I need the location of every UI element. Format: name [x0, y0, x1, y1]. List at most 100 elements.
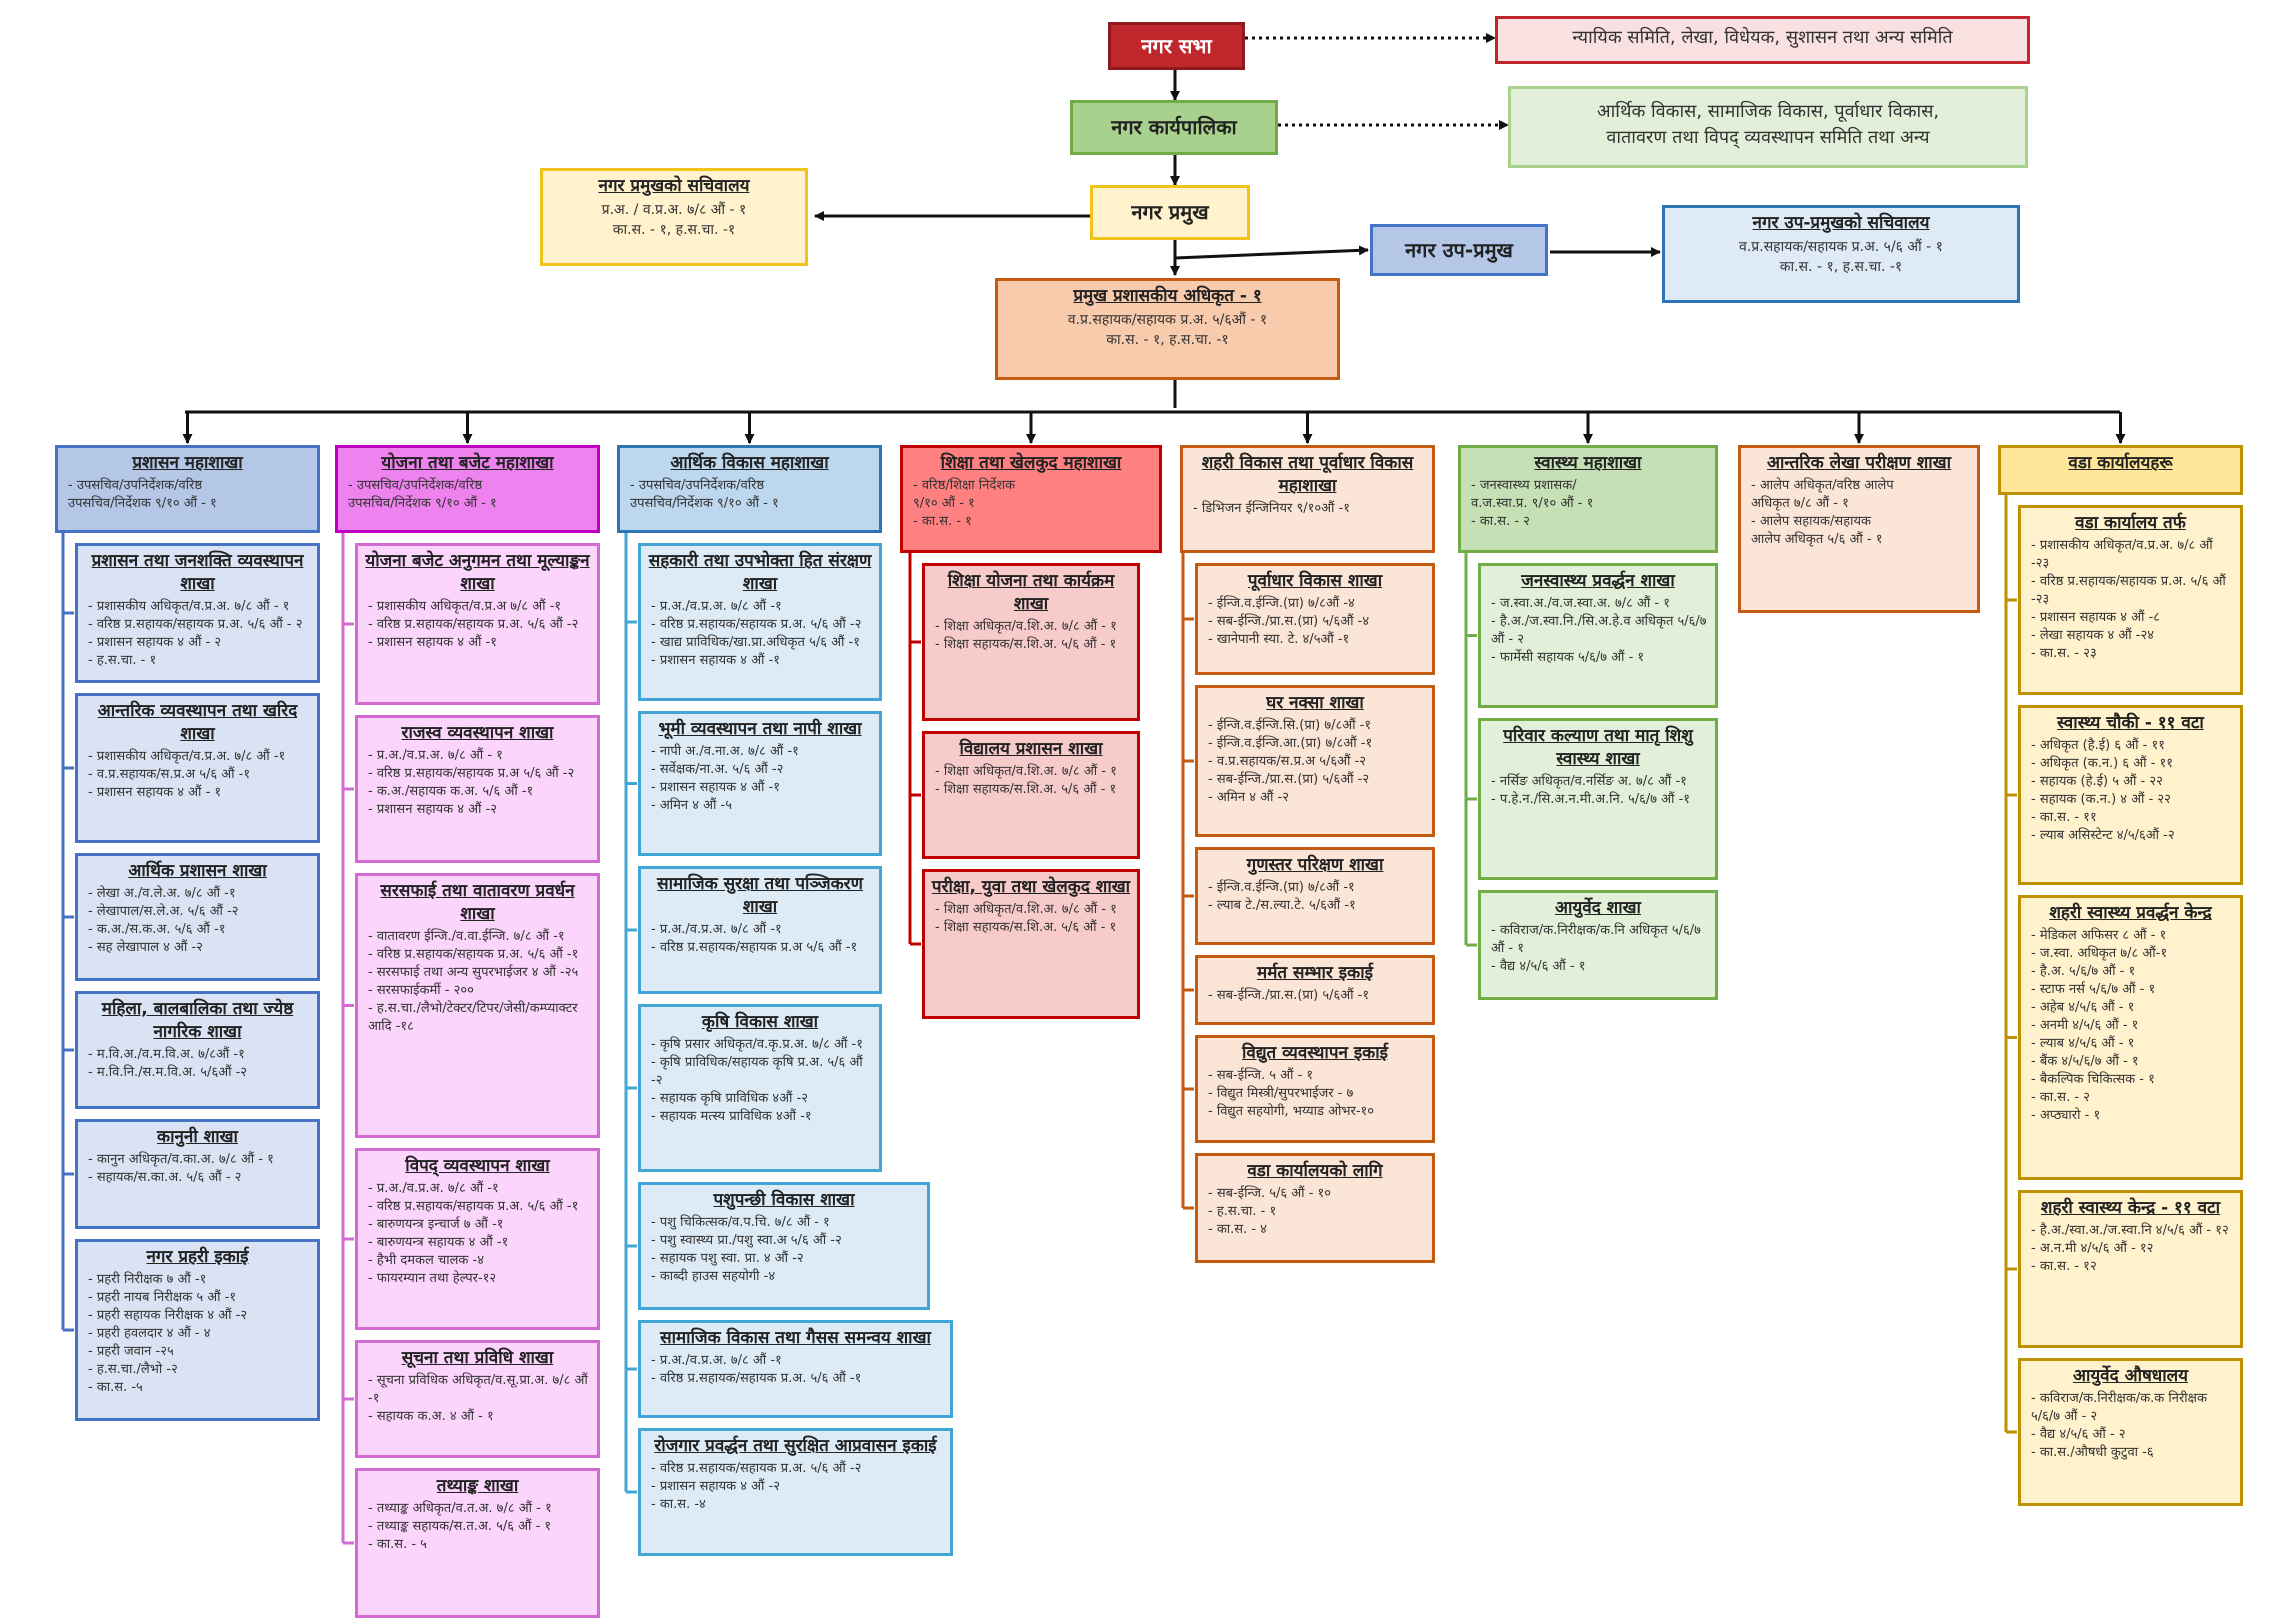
- staff-line: - प्रशासन सहायक ४ औं -१: [651, 653, 781, 668]
- staff-line: - वरिष्ठ प्र.सहायक/सहायक प्र.अ ५/६ औं -१: [651, 940, 858, 955]
- staff-line: - वरिष्ठ प्र.सहायक/सहायक प्र.अ. ५/६ औं -…: [2031, 574, 2226, 607]
- staff-line: - म.वि.नि./स.म.वि.अ. ५/६औं -२: [88, 1065, 248, 1080]
- branch-staff-list: - सब-ईन्जि. ५/६ औं - १०- ह.स.चा. - १- का…: [1198, 1185, 1432, 1243]
- staff-line: - सरसफाईकर्मी - २००: [368, 983, 474, 998]
- deputy-secretariat-line-1: व.प्र.सहायक/सहायक प्र.अ. ५/६ औं - १: [1739, 239, 1943, 255]
- staff-line: - प्रशासकीय अधिकृत/व.प्र.अ. ७/८ औं -२३: [2031, 538, 2213, 571]
- branch-title: कानुनी शाखा: [157, 1127, 238, 1147]
- branch-title: योजना बजेट अनुगमन तथा मूल्याङ्कन शाखा: [365, 551, 590, 594]
- division-head-4: शिक्षा तथा खेलकुद महाशाखा- वरिष्ठ/शिक्षा…: [900, 445, 1162, 553]
- branch-box: विद्युत व्यवस्थापन इकाई- सब-ईन्जि. ५ औं …: [1195, 1035, 1435, 1143]
- staff-line: - प्रशासन सहायक ४ औं -८: [2031, 610, 2161, 625]
- staff-line: - आलेप सहायक/सहायक: [1751, 514, 1871, 529]
- staff-line: - वरिष्ठ प्र.सहायक/सहायक प्र.अ. ५/६ औं -…: [368, 617, 579, 632]
- cao-line-2: का.स. - १, ह.स.चा. -१: [1106, 332, 1229, 348]
- branch-staff-list: - मेडिकल अफिसर ८ औं - १- ज.स्वा. अधिकृत …: [2021, 927, 2240, 1129]
- branch-staff-list: - लेखा अ./व.ले.अ. ७/८ औं -१- लेखापाल/स.ल…: [78, 885, 317, 961]
- branch-staff-list: - सब-ईन्जि./प्रा.स.(प्रा) ५/६औं -१: [1198, 987, 1432, 1009]
- branch-staff-list: - ईन्जि.व.ईन्जि.(प्रा) ७/८औं -१- ल्याब ट…: [1198, 879, 1432, 919]
- staff-line: - कविराज/क.निरीक्षक/क.नि अधिकृत ५/६/७ औं…: [1491, 923, 1701, 956]
- staff-line: - अ.न.मी ४/५/६ औं - १२: [2031, 1241, 2154, 1256]
- branch-staff-list: - तथ्याङ्क अधिकृत/व.त.अ. ७/८ औं - १- तथ्…: [358, 1500, 597, 1558]
- staff-line: - का.स. -४: [651, 1497, 706, 1512]
- staff-line: - ह.स.चा./लैभो -२: [88, 1362, 178, 1377]
- staff-line: - प्रहरी नायब निरीक्षक ५ औं -१: [88, 1290, 237, 1305]
- branch-title: जनस्वास्थ्य प्रवर्द्धन शाखा: [1521, 571, 1675, 591]
- branch-box: वडा कार्यालय तर्फ- प्रशासकीय अधिकृत/व.प्…: [2018, 505, 2243, 695]
- staff-line: - ल्याब टे./स.ल्या.टे. ५/६औं -१: [1208, 898, 1356, 913]
- deputy-mayor-box: नगर उप-प्रमुख: [1370, 224, 1548, 276]
- branch-staff-list: - प्रशासकीय अधिकृत/व.प्र.अ. ७/८ औं - १- …: [78, 598, 317, 674]
- branch-staff-list: - सूचना प्रविधिक अधिकृत/व.सू.प्रा.अ. ७/८…: [358, 1372, 597, 1430]
- staff-line: - प्रशासन सहायक ४ औं -२: [651, 1479, 781, 1494]
- staff-line: - ह.स.चा. - १: [1208, 1204, 1277, 1219]
- branch-box: शिक्षा योजना तथा कार्यक्रम शाखा- शिक्षा …: [922, 563, 1140, 721]
- division-head-title: शहरी विकास तथा पूर्वाधार विकास महाशाखा: [1201, 453, 1414, 496]
- branch-title: रोजगार प्रवर्द्धन तथा सुरक्षित आप्रवासन …: [654, 1436, 937, 1456]
- branch-title: नगर प्रहरी इकाई: [146, 1247, 249, 1267]
- division-head-staff-list: - जनस्वास्थ्य प्रशासक/व.ज.स्वा.प्र. ९/१०…: [1461, 477, 1715, 535]
- staff-line: - सहायक (क.न.) ४ औं - २२: [2031, 792, 2171, 807]
- staff-line: - प्रहरी निरीक्षक ७ औं -१: [88, 1272, 207, 1287]
- staff-line: - ईन्जि.व.ईन्जि.सि.(प्रा) ७/८औं -१: [1208, 718, 1372, 733]
- staff-line: - ईन्जि.व.ईन्जि.(प्रा) ७/८औं -४: [1208, 596, 1355, 611]
- staff-line: - अधिकृत (है.ई) ६ औं - ११: [2031, 738, 2165, 753]
- staff-line: - हैभी दमकल चालक -४: [368, 1253, 484, 1268]
- branch-title: सरसफाई तथा वातावरण प्रवर्धन शाखा: [380, 881, 575, 924]
- branch-box: परिवार कल्याण तथा मातृ शिशु स्वास्थ्य शा…: [1478, 718, 1718, 880]
- branch-title: वडा कार्यालयको लागि: [1247, 1161, 1383, 1181]
- branch-box: विद्यालय प्रशासन शाखा- शिक्षा अधिकृत/व.श…: [922, 731, 1140, 859]
- staff-line: - सब-ईन्जि./प्रा.स.(प्रा) ५/६औं -२: [1208, 772, 1370, 787]
- branch-staff-list: - ज.स्वा.अ./व.ज.स्वा.अ. ७/८ औं - १- है.अ…: [1481, 595, 1715, 671]
- cao-line-1: व.प्र.सहायक/सहायक प्र.अ. ५/६औं - १: [1067, 312, 1268, 328]
- staff-line: - का.स. - ११: [2031, 810, 2097, 825]
- branch-staff-list: - प्र.अ./व.प्र.अ. ७/८ औं -१- वरिष्ठ प्र.…: [358, 1180, 597, 1292]
- branch-title: आन्तरिक व्यवस्थापन तथा खरिद शाखा: [97, 701, 298, 744]
- staff-line: - का.स. - ४: [1208, 1222, 1267, 1237]
- staff-line: - फार्मेसी सहायक ५/६/७ औं - १: [1491, 650, 1645, 665]
- division-head-5: शहरी विकास तथा पूर्वाधार विकास महाशाखा- …: [1180, 445, 1435, 553]
- staff-line: - उपसचिव/उपनिर्देशक/वरिष्ठ: [68, 478, 203, 493]
- staff-line: - आलेप अधिकृत/वरिष्ठ आलेप: [1751, 478, 1894, 493]
- branch-box: कानुनी शाखा - कानुन अधिकृत/व.का.अ. ७/८ औं…: [75, 1119, 320, 1229]
- staff-line: - क.अ./सहायक क.अ. ५/६ औं -१: [368, 784, 534, 799]
- branch-box: पशुपन्छी विकास शाखा- पशु चिकित्सक/व.प.चि…: [638, 1182, 930, 1310]
- branch-title: विपद् व्यवस्थापन शाखा: [405, 1156, 550, 1176]
- branch-staff-list: - ईन्जि.व.ईन्जि.(प्रा) ७/८औं -४ - सब-ईन्ज…: [1198, 595, 1432, 653]
- staff-line: - सहायक क.अ. ४ औं - १: [368, 1409, 494, 1424]
- staff-line: - वरिष्ठ प्र.सहायक/सहायक प्र.अ. ५/६ औं -…: [651, 1461, 862, 1476]
- staff-line: - कृषि प्राविधिक/सहायक कृषि प्र.अ. ५/६ औ…: [651, 1055, 863, 1088]
- branch-box: भूमी व्यवस्थापन तथा नापी शाखा- नापी अ./व…: [638, 711, 882, 856]
- staff-line: - का.स. - २३: [2031, 646, 2097, 661]
- branch-box: सरसफाई तथा वातावरण प्रवर्धन शाखा - वातावर…: [355, 873, 600, 1138]
- cao-box: प्रमुख प्रशासकीय अधिकृत - १ व.प्र.सहायक/…: [995, 278, 1340, 380]
- staff-line: - ज.स्वा. अधिकृत ७/८ औं-१: [2031, 946, 2168, 961]
- staff-line: - वैद्य ४/५/६ औं - १: [1491, 959, 1586, 974]
- staff-line: - कविराज/क.निरीक्षक/क.क निरीक्षक ५/६/७ औ…: [2031, 1391, 2207, 1424]
- staff-line: - प्रहरी जवान -२५: [88, 1344, 174, 1359]
- division-head-2: योजना तथा बजेट महाशाखा- उपसचिव/उपनिर्देश…: [335, 445, 600, 533]
- staff-line: - कानुन अधिकृत/व.का.अ. ७/८ औं - १: [88, 1152, 274, 1167]
- branch-staff-list: - प्र.अ./व.प्र.अ. ७/८ औं -१ - वरिष्ठ प्र.…: [641, 921, 879, 961]
- branch-title: राजस्व व्यवस्थापन शाखा: [401, 723, 554, 743]
- staff-line: - प्र.अ./व.प्र.अ. ७/८ औं -१: [651, 922, 782, 937]
- staff-line: - नापी अ./व.ना.अ. ७/८ औं -१: [651, 744, 799, 759]
- staff-line: - बैकल्पिक चिकित्सक - १: [2031, 1072, 2155, 1087]
- branch-box: शहरी स्वास्थ्य केन्द्र - ११ वटा- है.अ./स…: [2018, 1190, 2243, 1348]
- staff-line: - जनस्वास्थ्य प्रशासक/: [1471, 478, 1577, 493]
- deputy-secretariat-box: नगर उप-प्रमुखको सचिवालय व.प्र.सहायक/सहाय…: [1662, 205, 2020, 303]
- branch-title: सामाजिक विकास तथा गैसस समन्वय शाखा: [660, 1328, 931, 1348]
- staff-line: - व.प्र.सहायक/स.प्र.अ ५/६औं -२: [1208, 754, 1366, 769]
- branch-staff-list: - प्र.अ./व.प्र.अ. ७/८ औं -१- वरिष्ठ प्र.…: [641, 598, 879, 674]
- branch-title: आर्थिक प्रशासन शाखा: [128, 861, 267, 881]
- staff-line: - वातावरण ईन्जि./व.वा.ईन्जि. ७/८ औं -१: [368, 929, 565, 944]
- staff-line: - ल्याब असिस्टेन्ट ४/५/६औं -२: [2031, 828, 2175, 843]
- staff-line: - विद्युत मिस्त्री/सुपरभाईजर - ७: [1208, 1086, 1354, 1101]
- staff-line: - अप्ठ्यारो - १: [2031, 1108, 2101, 1123]
- staff-line: - तथ्याङ्क सहायक/स.त.अ. ५/६ औं - १: [368, 1519, 552, 1534]
- staff-line: - सब-ईन्जि./प्रा.स.(प्रा) ५/६औं -४: [1208, 614, 1370, 629]
- staff-line: - वरिष्ठ/शिक्षा निर्देशक: [913, 478, 1016, 493]
- staff-line: - ल्याब ४/५/६ औं - १: [2031, 1036, 2135, 1051]
- branch-box: वडा कार्यालयको लागि - सब-ईन्जि. ५/६ औं - …: [1195, 1153, 1435, 1263]
